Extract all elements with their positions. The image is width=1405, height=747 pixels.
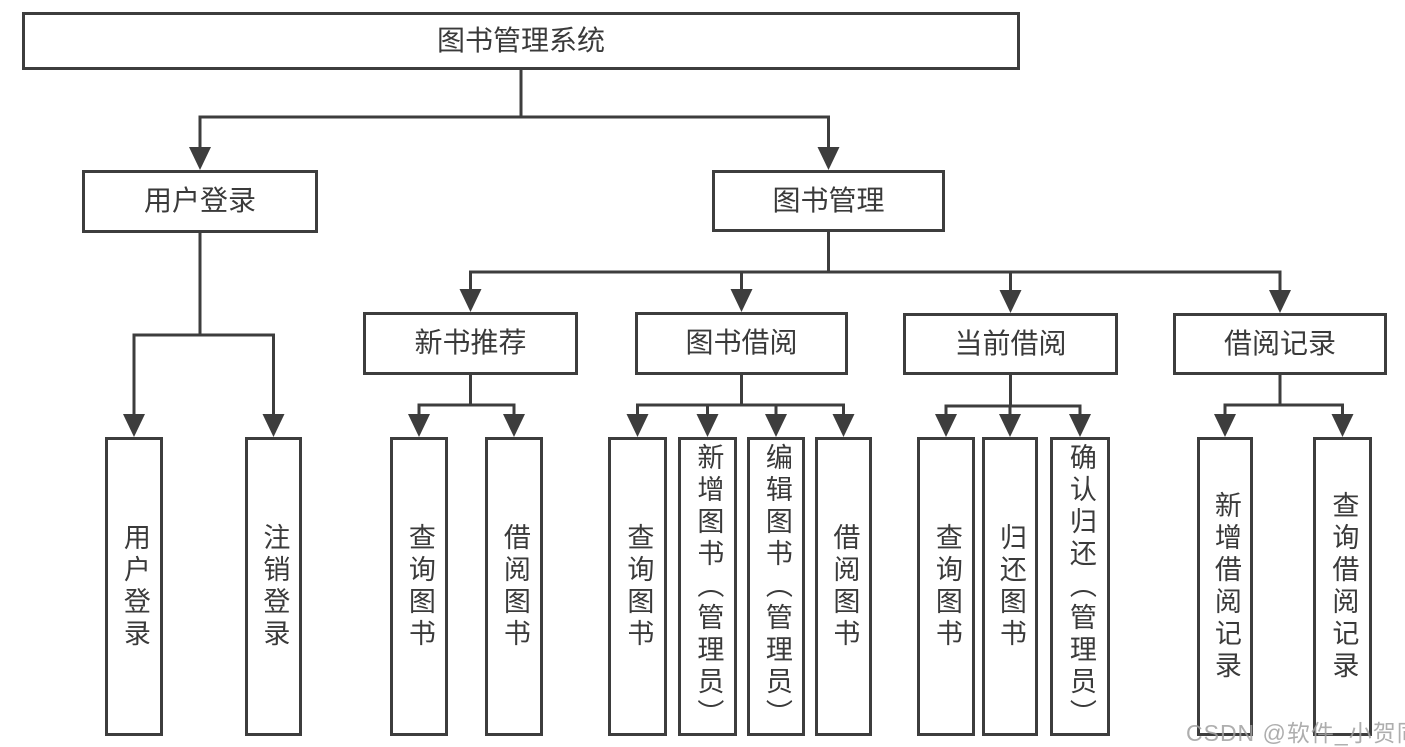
node-leaf-return-book: 归还图书 xyxy=(982,437,1038,736)
node-root: 图书管理系统 xyxy=(22,12,1020,70)
node-label: 归还图书 xyxy=(995,522,1026,651)
node-current-borrow: 当前借阅 xyxy=(903,313,1118,375)
node-label: 借阅图书 xyxy=(499,522,530,651)
node-book-mgmt: 图书管理 xyxy=(712,170,945,232)
node-label: 编辑图书（管理员） xyxy=(761,442,792,731)
node-label: 查询图书 xyxy=(404,522,435,651)
node-leaf-add-record: 新增借阅记录 xyxy=(1197,437,1253,736)
node-leaf-borrow-book-2: 借阅图书 xyxy=(815,437,872,736)
node-label: 查询借阅记录 xyxy=(1328,490,1359,683)
node-label: 借阅记录 xyxy=(1223,327,1336,359)
node-label: 注销登录 xyxy=(259,522,290,651)
node-label: 查询图书 xyxy=(623,522,654,651)
node-new-book-rec: 新书推荐 xyxy=(363,312,578,375)
node-leaf-query-book-2: 查询图书 xyxy=(608,437,667,736)
node-leaf-logout: 注销登录 xyxy=(245,437,302,736)
watermark-text: CSDN @软件_小贺同学 xyxy=(1186,720,1405,746)
node-label: 确认归还（管理员） xyxy=(1065,442,1096,731)
node-leaf-add-book: 新增图书（管理员） xyxy=(678,437,737,736)
node-label: 图书管理系统 xyxy=(436,24,605,56)
node-label: 查询图书 xyxy=(931,522,962,651)
node-label: 新书推荐 xyxy=(414,327,527,359)
node-user-login: 用户登录 xyxy=(82,170,318,233)
node-leaf-user-login: 用户登录 xyxy=(105,437,163,736)
node-label: 当前借阅 xyxy=(954,327,1067,359)
node-book-borrow: 图书借阅 xyxy=(635,312,848,375)
node-leaf-query-book-3: 查询图书 xyxy=(917,437,975,736)
node-label: 图书管理 xyxy=(772,184,885,216)
node-label: 新增图书（管理员） xyxy=(693,442,724,731)
node-leaf-query-book-1: 查询图书 xyxy=(390,437,448,736)
node-leaf-borrow-book-1: 借阅图书 xyxy=(485,437,543,736)
node-leaf-edit-book: 编辑图书（管理员） xyxy=(747,437,805,736)
node-leaf-query-record: 查询借阅记录 xyxy=(1313,437,1372,736)
node-label: 借阅图书 xyxy=(829,522,860,651)
node-label: 用户登录 xyxy=(143,185,256,217)
node-leaf-confirm-return: 确认归还（管理员） xyxy=(1050,437,1110,736)
node-borrow-records: 借阅记录 xyxy=(1173,313,1387,375)
node-label: 新增借阅记录 xyxy=(1210,490,1241,683)
node-label: 图书借阅 xyxy=(685,327,798,359)
node-label: 用户登录 xyxy=(119,522,150,651)
